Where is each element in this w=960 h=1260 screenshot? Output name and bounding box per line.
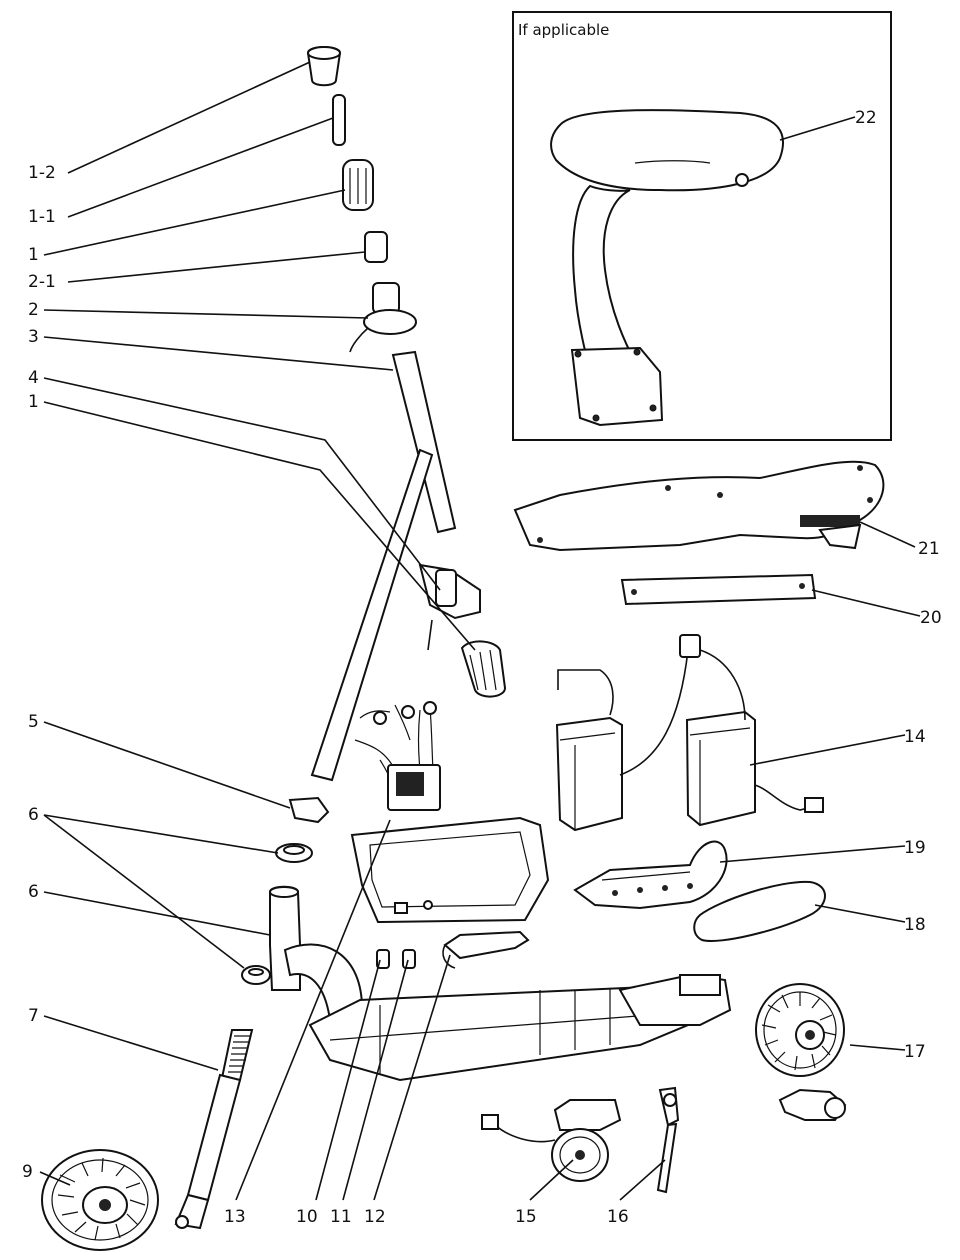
- headset-parts: [241, 796, 330, 985]
- controller-wiring: [354, 701, 441, 811]
- battery-box: [350, 816, 550, 924]
- callout-3: 3: [28, 327, 39, 347]
- seat-mount-plate: [570, 346, 664, 427]
- callout-1-grip: 1: [28, 392, 39, 412]
- callout-12: 12: [364, 1207, 386, 1227]
- callout-15: 15: [515, 1207, 537, 1227]
- front-fork: [174, 1029, 254, 1230]
- callout-16: 16: [607, 1207, 629, 1227]
- leader-lines: [39, 61, 921, 1201]
- callout-1-2: 1-2: [28, 163, 56, 183]
- callout-22: 22: [855, 108, 877, 128]
- rear-wheel: [755, 983, 847, 1121]
- callout-13: 13: [224, 1207, 246, 1227]
- callout-labels: 1-2 1-1 1 2-1 2 3 4 1 5 6 6 7 9 13 10 11…: [22, 108, 942, 1227]
- callout-14: 14: [904, 727, 926, 747]
- front-wheel: [41, 1149, 159, 1251]
- deck-plate: [513, 460, 885, 606]
- callout-18: 18: [904, 915, 926, 935]
- callout-4: 4: [28, 368, 39, 388]
- scooter-frame: [269, 885, 732, 1082]
- seat-cushion: [550, 109, 785, 192]
- callout-1-1: 1-1: [28, 207, 56, 227]
- callout-20: 20: [920, 608, 942, 628]
- callout-1-top: 1: [28, 245, 39, 265]
- callout-2: 2: [28, 300, 39, 320]
- callout-6-bottom: 6: [28, 882, 39, 902]
- kickstand: [656, 1086, 680, 1194]
- motor: [481, 1099, 622, 1182]
- inset-title: If applicable: [518, 21, 609, 39]
- callout-6-top: 6: [28, 805, 39, 825]
- handlebar-assembly: [306, 46, 507, 782]
- callout-19: 19: [904, 838, 926, 858]
- callout-2-1: 2-1: [28, 272, 56, 292]
- callout-17: 17: [904, 1042, 926, 1062]
- callout-5: 5: [28, 712, 39, 732]
- callout-7: 7: [28, 1006, 39, 1026]
- callout-10: 10: [296, 1207, 318, 1227]
- seat-inset: If applicable: [512, 11, 892, 441]
- callout-21: 21: [918, 539, 940, 559]
- batteries: [555, 634, 824, 832]
- callout-11: 11: [330, 1207, 352, 1227]
- callout-9: 9: [22, 1162, 33, 1182]
- chain-guard-and-belt: [573, 840, 826, 942]
